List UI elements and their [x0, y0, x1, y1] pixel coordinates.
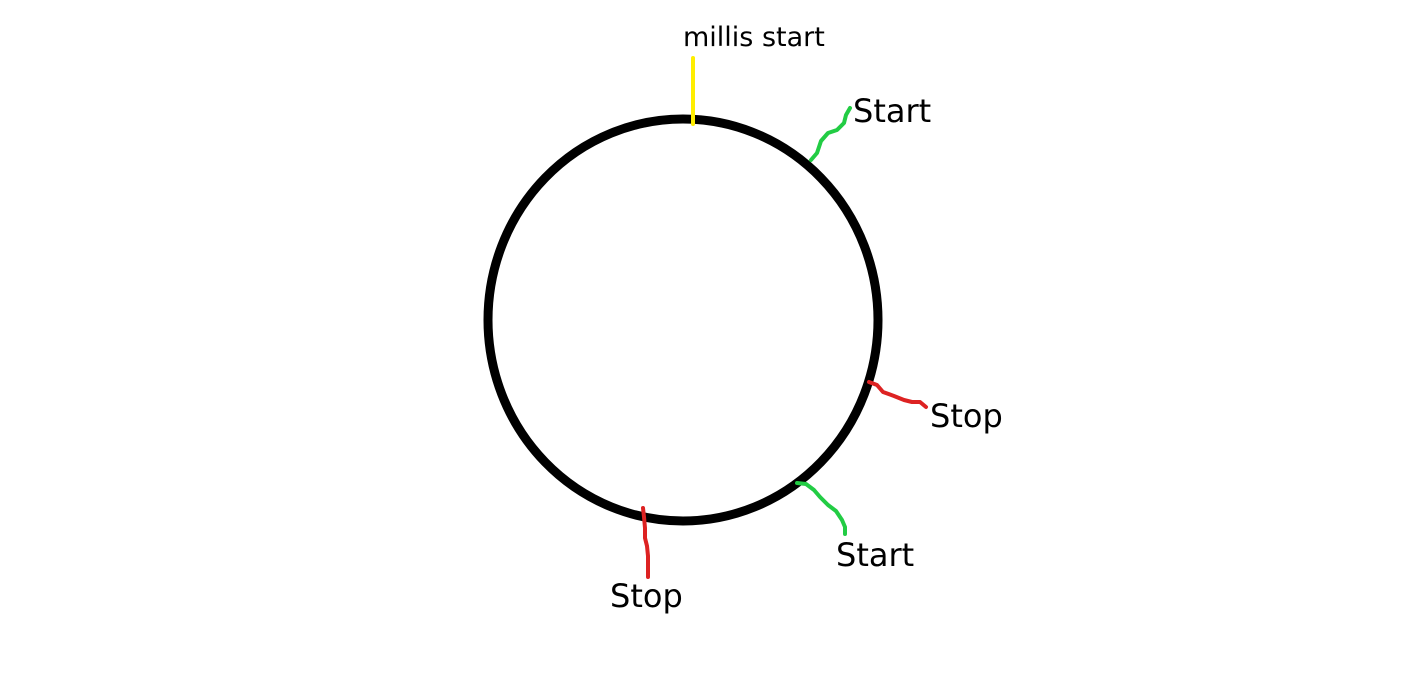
start-marker-lower	[795, 481, 847, 536]
stop-marker-bottom	[641, 506, 650, 579]
timeline-circle	[483, 114, 883, 526]
start-label-upper: Start	[853, 92, 931, 130]
stop-label-right: Stop	[930, 397, 1003, 435]
stop-label-bottom: Stop	[610, 577, 683, 615]
millis-start-label: millis start	[683, 22, 825, 53]
start-marker-upper	[809, 106, 852, 162]
stop-marker-right	[867, 380, 928, 409]
start-label-lower: Start	[836, 536, 914, 574]
